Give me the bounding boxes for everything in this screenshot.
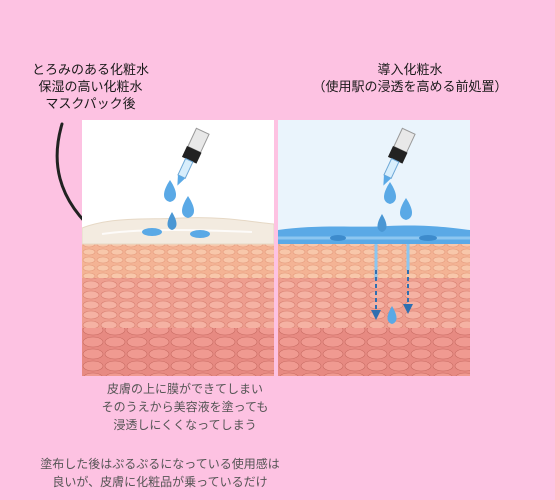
film-description-line-3: 浸透しにくくなってしまう bbox=[113, 418, 257, 432]
skin-penetration-illustration bbox=[278, 120, 470, 376]
right-caption-line-2: （使用駅の浸透を高める前処置） bbox=[312, 80, 508, 95]
film-description-line-2: そのうえから美容液を塗っても bbox=[101, 400, 269, 414]
film-description-line-1: 皮膚の上に膜ができてしまい bbox=[106, 382, 263, 396]
usage-feel-line-2: 良いが、皮膚に化粧品が乗っているだけ bbox=[52, 475, 268, 489]
film-description: 皮膚の上に膜ができてしまい そのうえから美容液を塗っても 浸透しにくくなってしま… bbox=[50, 380, 320, 434]
left-caption: とろみのある化粧水 保湿の高い化粧水 マスクパック後 bbox=[8, 62, 173, 113]
right-caption: 導入化粧水 （使用駅の浸透を高める前処置） bbox=[290, 62, 530, 96]
left-caption-line-2: 保湿の高い化粧水 bbox=[38, 80, 143, 95]
right-caption-line-1: 導入化粧水 bbox=[377, 63, 443, 78]
left-caption-line-3: マスクパック後 bbox=[45, 97, 136, 112]
usage-feel-description: 塗布した後はぷるぷるになっている使用感は 良いが、皮膚に化粧品が乗っているだけ bbox=[15, 455, 305, 491]
left-caption-line-1: とろみのある化粧水 bbox=[31, 63, 149, 78]
usage-feel-line-1: 塗布した後はぷるぷるになっている使用感は bbox=[40, 457, 280, 471]
skin-film-illustration bbox=[82, 120, 274, 376]
